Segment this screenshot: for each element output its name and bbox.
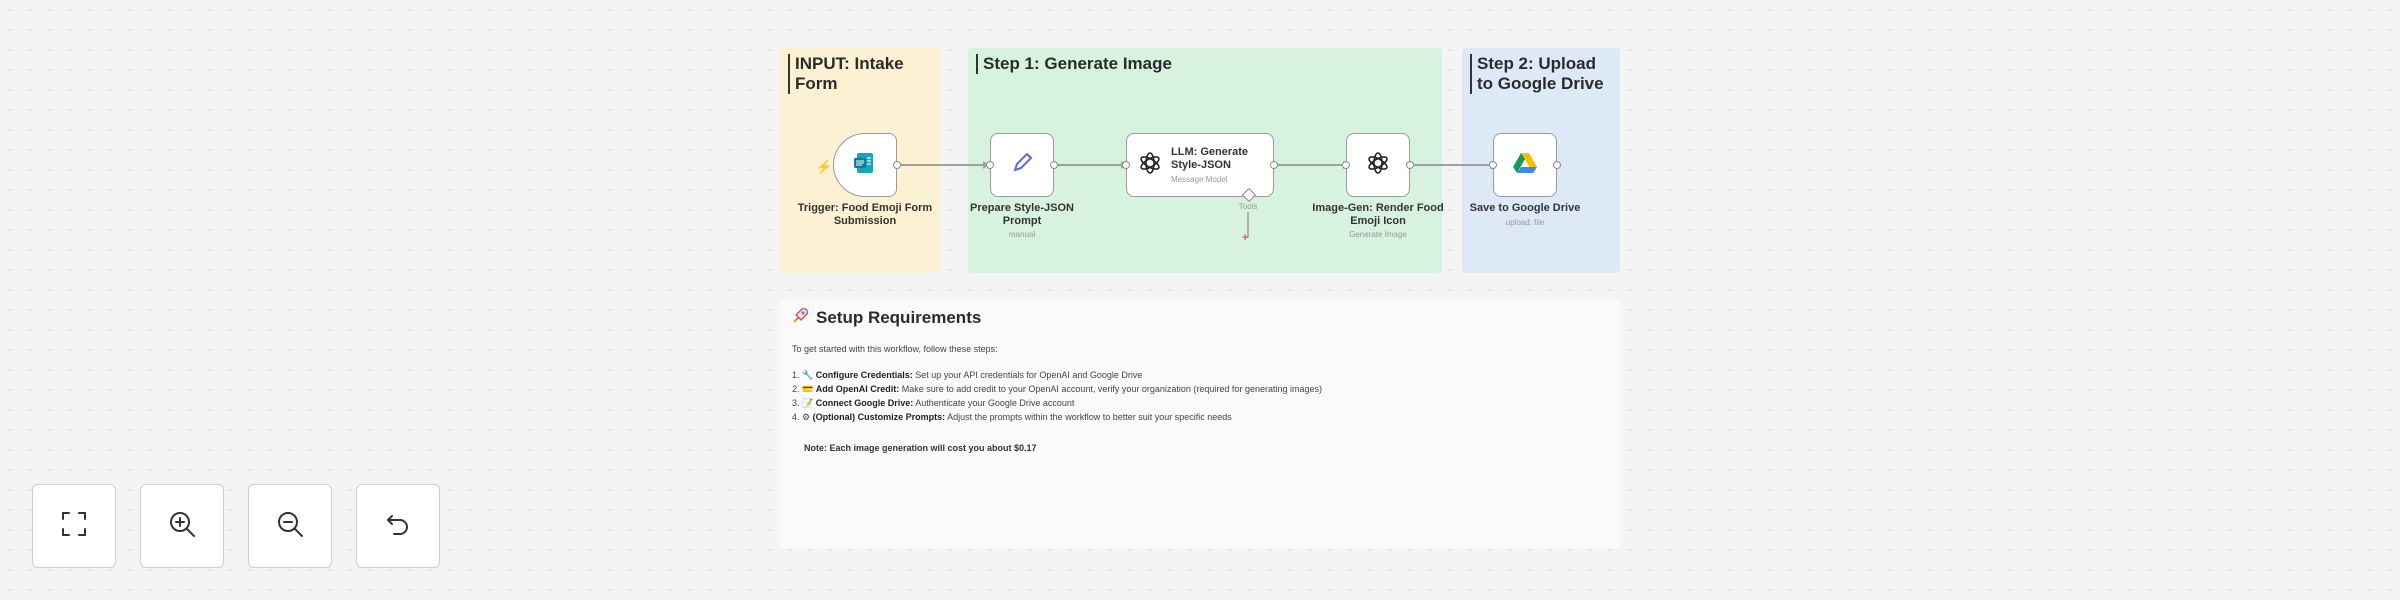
drive-node-label: Save to Google Drive (1469, 202, 1581, 214)
step-heading: Add OpenAI Credit: (815, 384, 900, 394)
step-heading: (Optional) Customize Prompts: (812, 412, 946, 422)
zoom-in-button[interactable] (140, 484, 224, 568)
prepare-output-port[interactable] (1050, 161, 1058, 169)
wrench-icon: 🔧 (802, 370, 814, 380)
llm-node[interactable]: LLM: Generate Style-JSON Message Model (1126, 133, 1274, 197)
sticky-input-title: INPUT: Intake Form (788, 54, 932, 94)
step-text: Make sure to add credit to your OpenAI a… (899, 384, 1322, 394)
drive-output-port[interactable] (1553, 161, 1561, 169)
step-text: Authenticate your Google Drive account (913, 398, 1075, 408)
openai-icon (1137, 150, 1163, 181)
prepare-node-sub: manual (1008, 230, 1036, 239)
llm-input-port[interactable] (1122, 161, 1130, 169)
google-drive-icon (1512, 151, 1538, 180)
credit-card-icon: 💳 (802, 384, 814, 394)
llm-node-title: LLM: Generate Style-JSON (1171, 146, 1249, 171)
connection-prepare-llm[interactable] (1056, 164, 1121, 166)
imagegen-output-port[interactable] (1406, 161, 1414, 169)
undo-icon (383, 509, 413, 544)
connection-trigger-prepare[interactable] (901, 164, 984, 166)
add-tool-icon[interactable]: + (1242, 232, 1249, 244)
step-heading: Configure Credentials: (815, 370, 913, 380)
setup-steps-list: 1. 🔧 Configure Credentials: Set up your … (792, 368, 1322, 424)
setup-title: Setup Requirements (792, 306, 981, 329)
google-drive-node[interactable] (1493, 133, 1557, 197)
sticky-input[interactable]: INPUT: Intake Form (780, 48, 940, 273)
sticky-step1-title: Step 1: Generate Image (976, 54, 1434, 74)
openai-icon (1365, 150, 1391, 181)
setup-step: 1. 🔧 Configure Credentials: Set up your … (792, 368, 1322, 382)
zoom-out-button[interactable] (248, 484, 332, 568)
form-icon (852, 150, 878, 181)
step-text: Adjust the prompts within the workflow t… (945, 412, 1232, 422)
drive-node-sub: upload: file (1505, 218, 1545, 227)
prepare-prompt-node[interactable] (990, 133, 1054, 197)
connection-imagegen-drive[interactable] (1414, 164, 1490, 166)
setup-title-text: Setup Requirements (816, 307, 982, 327)
setup-step: 4. ⚙ (Optional) Customize Prompts: Adjus… (792, 410, 1322, 424)
step-heading: Connect Google Drive: (815, 398, 914, 408)
step-number: 4. (792, 412, 800, 422)
step-number: 3. (792, 398, 800, 408)
prepare-node-label: Prepare Style-JSON Prompt (970, 202, 1074, 227)
zoom-out-icon (275, 509, 305, 544)
connection-llm-imagegen[interactable] (1278, 164, 1343, 166)
fullscreen-icon (59, 509, 89, 544)
imagegen-node-sub: Generate Image (1349, 230, 1407, 239)
step-number: 2. (792, 384, 800, 394)
trigger-bolt-icon: ⚡ (816, 159, 833, 174)
llm-tools-line (1247, 212, 1249, 238)
image-gen-node[interactable] (1346, 133, 1410, 197)
drive-input-port[interactable] (1489, 161, 1497, 169)
imagegen-input-port[interactable] (1342, 161, 1350, 169)
step-number: 1. (792, 370, 800, 380)
imagegen-node-label: Image-Gen: Render Food Emoji Icon (1312, 202, 1444, 227)
pencil-icon (1009, 150, 1035, 181)
setup-step: 3. 📝 Connect Google Drive: Authenticate … (792, 396, 1322, 410)
rocket-icon (792, 306, 810, 329)
prepare-input-port[interactable] (986, 161, 994, 169)
setup-step: 2. 💳 Add OpenAI Credit: Make sure to add… (792, 382, 1322, 396)
trigger-node-label: Trigger: Food Emoji Form Submission (797, 202, 933, 227)
zoom-in-icon (167, 509, 197, 544)
memo-icon: 📝 (802, 398, 814, 408)
llm-output-port[interactable] (1270, 161, 1278, 169)
step-text: Set up your API credentials for OpenAI a… (912, 370, 1143, 380)
setup-intro: To get started with this workflow, follo… (792, 344, 998, 354)
gear-icon: ⚙ (802, 412, 811, 422)
llm-tools-label: Tools (1238, 202, 1258, 211)
trigger-output-port[interactable] (893, 161, 901, 169)
setup-requirements-note[interactable]: Setup Requirements To get started with t… (780, 300, 1620, 548)
sticky-step2-title: Step 2: Upload to Google Drive (1470, 54, 1612, 94)
undo-button[interactable] (356, 484, 440, 568)
llm-node-sub: Message Model (1171, 175, 1228, 184)
setup-cost-note: Note: Each image generation will cost yo… (804, 443, 1037, 453)
fit-view-button[interactable] (32, 484, 116, 568)
trigger-node[interactable] (833, 133, 897, 197)
